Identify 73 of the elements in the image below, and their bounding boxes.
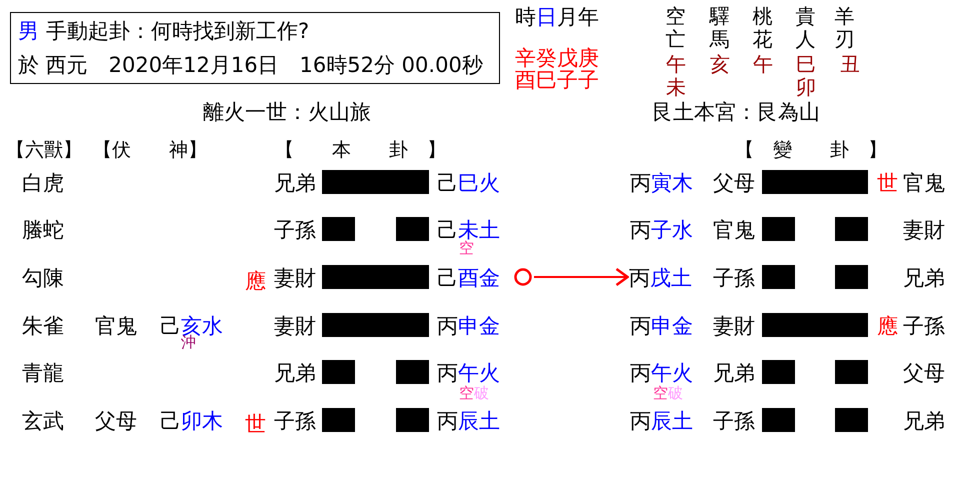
beast-name: 朱雀 bbox=[22, 314, 64, 338]
relation-name: 子孫 bbox=[713, 410, 755, 432]
najia-text: 丙申金 bbox=[437, 314, 500, 338]
relation-name: 兄弟 bbox=[903, 410, 945, 432]
beast-name: 青龍 bbox=[22, 362, 64, 384]
spirit-branch: 亥 bbox=[710, 53, 730, 75]
relation-name: 父母 bbox=[713, 172, 755, 194]
najia-text: 丙午火 bbox=[630, 362, 693, 384]
arrow bbox=[534, 268, 629, 286]
circle-icon bbox=[514, 268, 532, 286]
relation-name: 官鬼 bbox=[903, 172, 945, 194]
pillar-heading: 時日 月年 bbox=[515, 6, 599, 28]
hidden-relation: 父母 bbox=[95, 410, 137, 432]
relation-name: 兄弟 bbox=[713, 362, 755, 384]
stem-row: 辛癸戊庚 bbox=[515, 46, 599, 70]
branch-row: 酉巳子子 bbox=[515, 68, 599, 92]
spirit-heading: 空亡 bbox=[665, 5, 686, 51]
beast-name: 玄武 bbox=[22, 410, 64, 432]
relation-name: 子孫 bbox=[903, 314, 945, 338]
hexagram-title: 離火一世：火山旅 bbox=[203, 100, 371, 124]
najia-text: 丙辰土 bbox=[437, 410, 500, 432]
spirit-branch: 午 bbox=[753, 53, 773, 75]
question-text: 手動起卦：何時找到新工作? bbox=[46, 20, 310, 42]
hidden-relation: 官鬼 bbox=[95, 314, 137, 338]
spirit-heading: 羊刃 bbox=[834, 5, 855, 51]
relation-name: 子孫 bbox=[713, 266, 755, 290]
shi-label: 世 bbox=[245, 412, 266, 436]
shi-label: 世 bbox=[877, 172, 898, 194]
relation-name: 妻財 bbox=[903, 218, 945, 242]
spirit-branch: 午 bbox=[666, 53, 686, 75]
relation-name: 妻財 bbox=[274, 314, 316, 338]
relation-name: 妻財 bbox=[713, 314, 755, 338]
hexagram-title: 艮土本宮：艮為山 bbox=[652, 100, 820, 124]
relation-name: 妻財 bbox=[274, 266, 316, 290]
spirit-heading: 貴人 bbox=[795, 5, 816, 51]
spirit-heading: 桃花 bbox=[752, 5, 773, 51]
column-heading: 【 變 卦 】 bbox=[735, 140, 887, 160]
najia-text: 丙辰土 bbox=[630, 410, 693, 432]
beast-name: 白虎 bbox=[22, 172, 64, 194]
spirit-branch: 卯 bbox=[796, 76, 816, 98]
najia-text: 丙寅木 bbox=[630, 172, 693, 194]
najia-text: 丙戌土 bbox=[629, 266, 692, 290]
najia-text: 己酉金 bbox=[437, 266, 500, 290]
najia-text: 丙午火 bbox=[437, 362, 500, 384]
date-text: 於 西元 2020年12月16日 16時52分 00.00秒 bbox=[18, 54, 483, 76]
relation-name: 父母 bbox=[903, 362, 945, 384]
relation-name: 兄弟 bbox=[903, 266, 945, 290]
hidden-najia: 己卯木 bbox=[160, 410, 223, 432]
najia-text: 丙子水 bbox=[630, 218, 693, 242]
column-heading: 【 本 卦 】 bbox=[275, 140, 446, 160]
relation-name: 兄弟 bbox=[274, 362, 316, 384]
najia-text: 丙申金 bbox=[630, 314, 693, 338]
column-heading: 【六獸】 bbox=[6, 140, 82, 160]
ying-label: 應 bbox=[245, 270, 266, 292]
void-break-label: 空破 bbox=[459, 384, 489, 402]
spirit-branch: 未 bbox=[666, 76, 686, 98]
ying-label: 應 bbox=[877, 314, 898, 338]
column-heading: 【伏 神】 bbox=[93, 140, 207, 160]
relation-name: 子孫 bbox=[274, 410, 316, 432]
void-label: 空 bbox=[459, 240, 474, 256]
relation-name: 子孫 bbox=[274, 218, 316, 242]
beast-name: 螣蛇 bbox=[22, 218, 64, 242]
beast-name: 勾陳 bbox=[22, 266, 64, 290]
najia-text: 己未土 bbox=[437, 218, 500, 242]
gender-text: 男 bbox=[18, 20, 39, 42]
najia-text: 己巳火 bbox=[437, 172, 500, 194]
header-box bbox=[10, 12, 500, 84]
relation-name: 兄弟 bbox=[274, 172, 316, 194]
relation-name: 官鬼 bbox=[713, 218, 755, 242]
spirit-branch: 丑 bbox=[840, 53, 860, 75]
spirit-heading: 驛馬 bbox=[709, 5, 730, 51]
spirit-branch: 巳 bbox=[796, 53, 816, 75]
void-break-label: 空破 bbox=[653, 384, 683, 402]
